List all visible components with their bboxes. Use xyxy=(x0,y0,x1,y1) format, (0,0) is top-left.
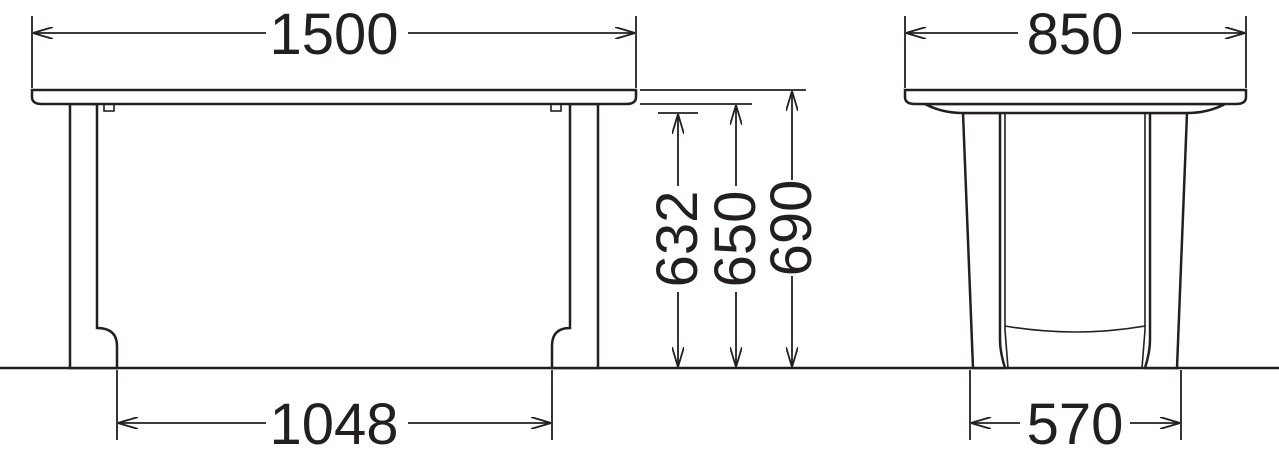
front-right-leg xyxy=(550,102,600,370)
dim-label-850: 850 xyxy=(1027,2,1124,67)
dim-label-650: 650 xyxy=(703,191,768,288)
side-right-leg xyxy=(1143,111,1189,370)
side-left-leg xyxy=(961,111,1007,370)
dim-label-632: 632 xyxy=(645,191,710,288)
dim-label-1500: 1500 xyxy=(269,2,398,67)
dim-label-1048: 1048 xyxy=(269,392,398,457)
side-view-table xyxy=(903,88,1248,370)
dim-label-570: 570 xyxy=(1027,392,1124,457)
side-apron xyxy=(924,102,1226,115)
front-view-table xyxy=(30,88,638,370)
front-left-leg xyxy=(68,102,119,370)
side-stretcher-curve xyxy=(1004,325,1146,333)
side-tabletop xyxy=(903,88,1248,106)
side-back-leg xyxy=(1004,113,1146,369)
front-tabletop xyxy=(30,88,638,106)
dim-label-690: 690 xyxy=(759,180,824,277)
